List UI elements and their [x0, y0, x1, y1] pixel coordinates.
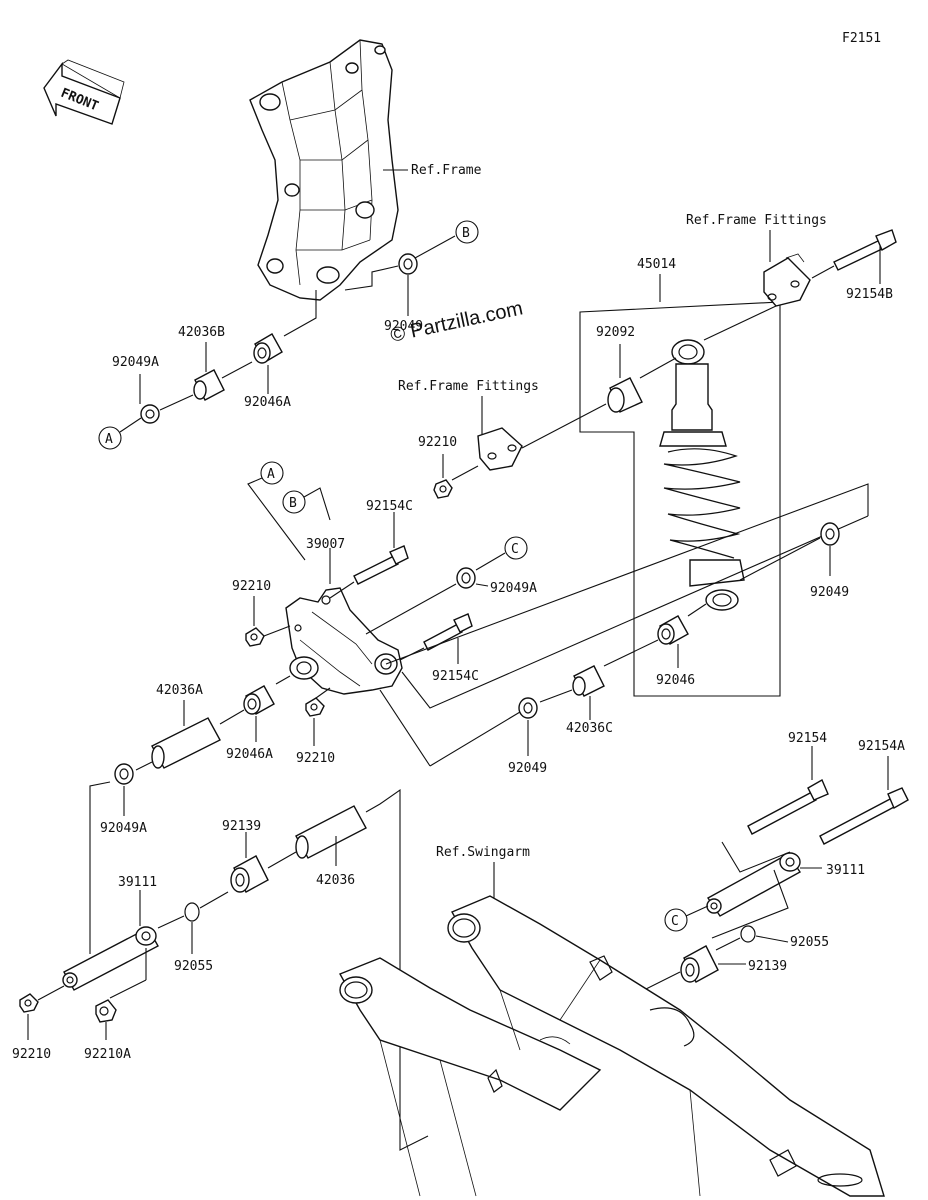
bushing-92139-right [680, 945, 719, 983]
nut-92210-d [19, 993, 39, 1013]
bolt-92154B [833, 229, 897, 271]
shock-absorber [659, 339, 745, 611]
part-45014: 45014 [637, 257, 676, 272]
collar-42036 [295, 805, 367, 859]
collar-42036A [151, 717, 221, 769]
oring-92055-left [184, 902, 200, 922]
part-92154C-b: 92154C [432, 669, 479, 684]
oring-92055-right [740, 925, 756, 943]
part-92154C-a: 92154C [366, 499, 413, 514]
part-92210A: 92210A [84, 1047, 131, 1062]
linkage-plate-39007 [285, 587, 403, 695]
part-39111-left: 39111 [118, 875, 157, 890]
part-92049-frame: 92049 [384, 319, 423, 334]
washer-92049-right [820, 522, 840, 546]
part-39007: 39007 [306, 537, 345, 552]
washer-92049A-top [140, 404, 160, 424]
callout-a-top: A [105, 432, 113, 447]
bolt-92154C-b [423, 613, 473, 651]
nut-92210-b [245, 627, 265, 647]
front-arrow-icon: FRONT [43, 59, 125, 125]
bearing-92046A-top [253, 333, 283, 364]
nut-92210-c [305, 697, 325, 717]
frame-fitting-mid [477, 427, 523, 471]
part-92210-d: 92210 [12, 1047, 51, 1062]
ref-frame-label: Ref.Frame [411, 163, 482, 178]
frame-bracket [249, 39, 399, 301]
part-42036C: 42036C [566, 721, 613, 736]
bushing-92139-left [230, 855, 269, 893]
bearing-92046 [657, 615, 689, 645]
part-92055-right: 92055 [790, 935, 829, 950]
tie-rod-39111-right [706, 852, 802, 917]
nut-92210-a [433, 479, 453, 499]
callout-b-top: B [462, 226, 470, 241]
bolt-92154A [819, 787, 909, 845]
callout-c-mid: C [511, 542, 519, 557]
part-92154B: 92154B [846, 287, 893, 302]
part-92154: 92154 [788, 731, 827, 746]
frame-fitting-top [763, 253, 811, 307]
part-42036A: 42036A [156, 683, 203, 698]
part-92049-right: 92049 [810, 585, 849, 600]
ref-swingarm-label: Ref.Swingarm [436, 845, 530, 860]
washer-92049A-low [114, 763, 134, 785]
part-92046: 92046 [656, 673, 695, 688]
part-92049-low: 92049 [508, 761, 547, 776]
part-92210-c: 92210 [296, 751, 335, 766]
callout-c-low: C [671, 914, 679, 929]
bolt-92154 [747, 779, 829, 835]
part-92139-left: 92139 [222, 819, 261, 834]
collar-42036C [572, 665, 605, 697]
part-39111-right: 39111 [826, 863, 865, 878]
callout-b-mid: B [289, 496, 297, 511]
part-42036B: 42036B [178, 325, 225, 340]
tie-rod-39111-left [62, 926, 159, 991]
washer-92049-frame [398, 253, 418, 275]
collar-42036B [193, 369, 225, 401]
part-92092: 92092 [596, 325, 635, 340]
part-92046A-mid: 92046A [226, 747, 273, 762]
swingarm [339, 895, 885, 1197]
callout-a-mid: A [267, 467, 275, 482]
part-92154A: 92154A [858, 739, 905, 754]
part-92049A-mid: 92049A [490, 581, 537, 596]
part-92139-right: 92139 [748, 959, 787, 974]
part-92049A-top: 92049A [112, 355, 159, 370]
figure-code: F2151 [842, 31, 881, 46]
bolt-92154C-a [353, 545, 409, 585]
nut-92210A [95, 999, 117, 1023]
ref-frame-fittings-top-label: Ref.Frame Fittings [686, 213, 827, 228]
part-92055-left: 92055 [174, 959, 213, 974]
washer-92049A-mid [456, 567, 476, 589]
ref-frame-fittings-mid-label: Ref.Frame Fittings [398, 379, 539, 394]
washer-92049-low [518, 697, 538, 719]
collar-92092 [607, 377, 643, 413]
part-42036: 42036 [316, 873, 355, 888]
part-92049A-low: 92049A [100, 821, 147, 836]
part-92046A-top: 92046A [244, 395, 291, 410]
bearing-92046A-mid [243, 685, 275, 715]
part-92210-a: 92210 [418, 435, 457, 450]
part-92210-b: 92210 [232, 579, 271, 594]
